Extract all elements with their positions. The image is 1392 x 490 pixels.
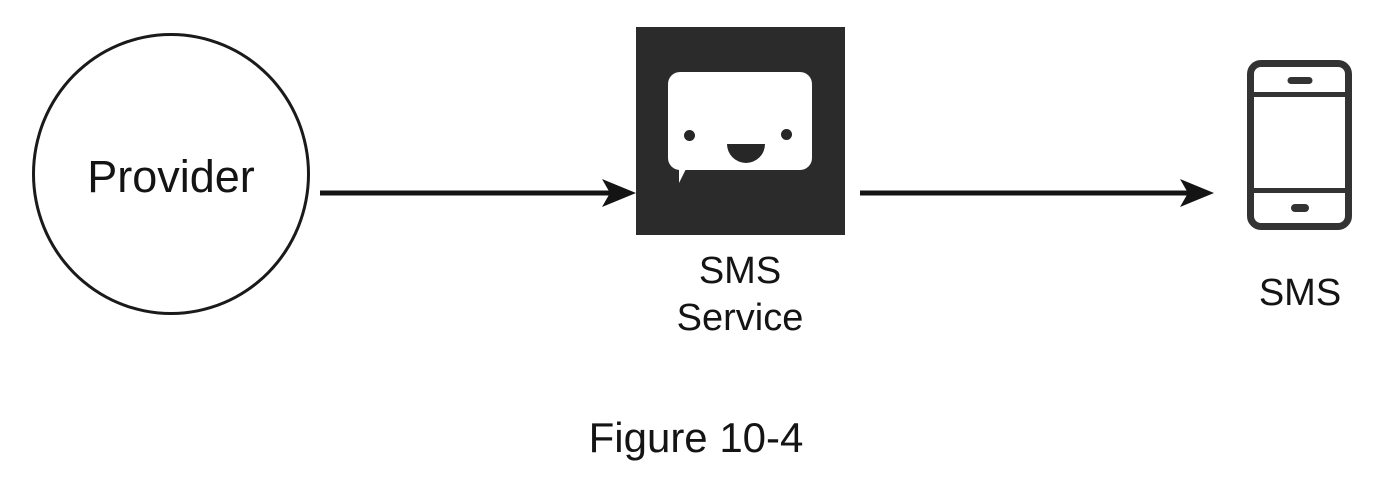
smiley-eye-right-icon — [781, 129, 792, 140]
chat-bubble-tail-icon — [679, 161, 701, 183]
figure-caption: Figure 10-4 — [588, 414, 804, 461]
node-provider: Provider — [32, 33, 310, 315]
arrow-provider-to-sms-service — [320, 178, 638, 208]
node-sms-service-label: SMS Service — [676, 250, 804, 339]
phone-screen-bottom-divider — [1254, 188, 1345, 193]
node-provider-label: Provider — [87, 150, 255, 202]
node-sms-service-icon — [636, 27, 845, 235]
smiley-mouth-icon — [727, 144, 765, 163]
phone-home-button-icon — [1290, 204, 1309, 212]
node-sms-device-label: SMS — [1258, 272, 1342, 314]
phone-screen-top-divider — [1254, 92, 1345, 97]
node-sms-device-icon — [1247, 60, 1352, 230]
phone-speaker-icon — [1287, 77, 1312, 84]
smiley-eye-left-icon — [684, 130, 695, 141]
arrow-sms-service-to-device — [860, 178, 1216, 208]
